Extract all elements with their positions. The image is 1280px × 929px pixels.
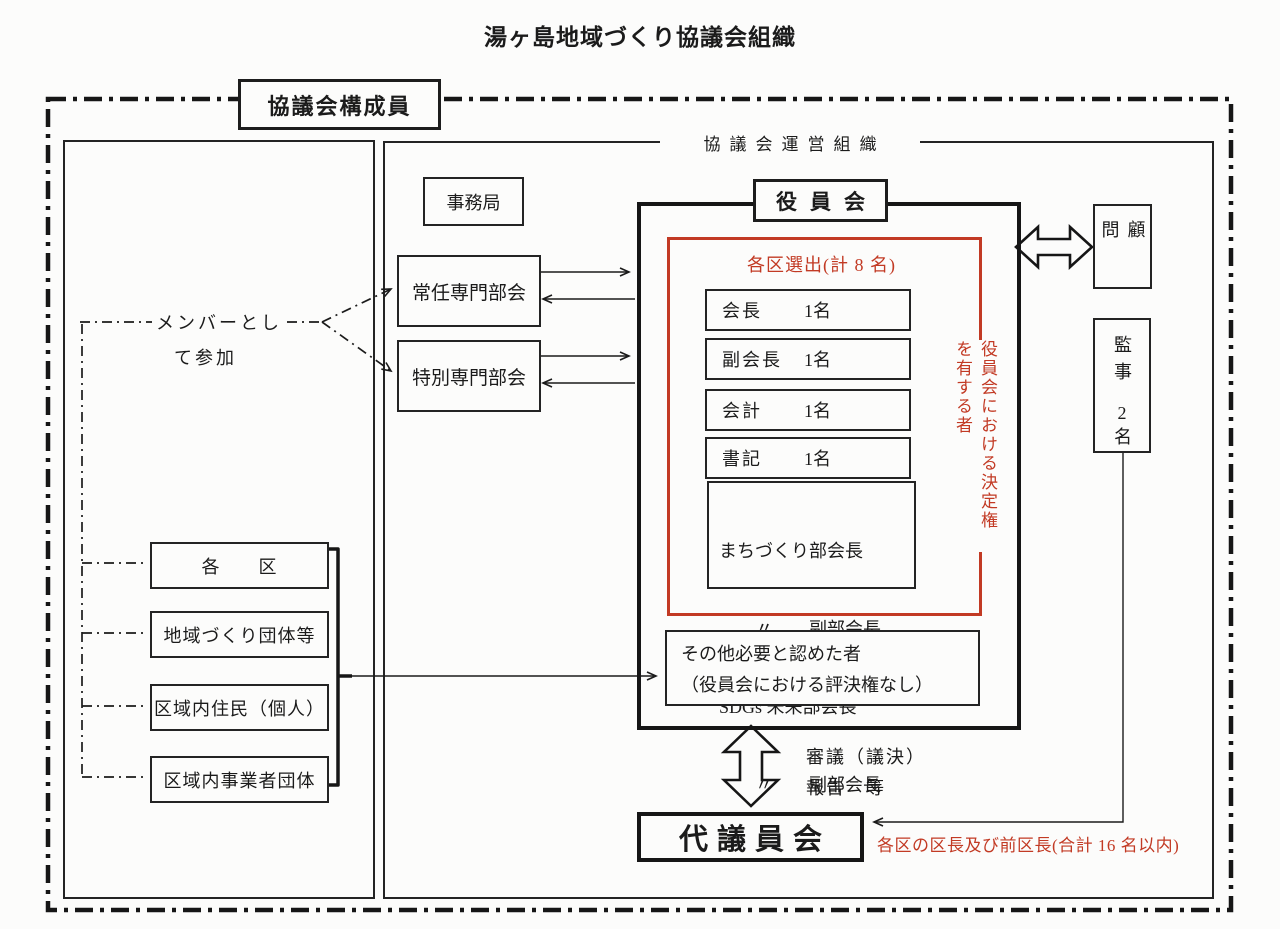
subcommittee-chairs-box: まちづくり部会長 〃 副部会長 SDGs 未来部会長 〃 副部会長: [707, 481, 916, 795]
decision-right-note: 役員会における決定権 を有する者: [947, 340, 1003, 552]
council-members-label: 協議会構成員: [238, 79, 441, 130]
others-line1: その他必要と認めた者: [681, 644, 861, 664]
double-arrow-board-assembly: [720, 724, 782, 808]
representative-assembly-note: 各区の区長及び前区長(合計 16 名以内): [877, 836, 1180, 855]
member-box-groups: 地域づくり団体等: [150, 611, 329, 658]
council-members-panel: [63, 140, 375, 899]
advisor-box: 顧問: [1093, 204, 1152, 289]
page-title: 湯ヶ島地域づくり協議会組織: [484, 24, 796, 50]
auditor-box: 監事 2名: [1093, 318, 1151, 453]
officer-vice-chairman-label: 副会長: [722, 350, 782, 370]
participation-note-line2: て参加: [174, 348, 237, 368]
member-box-businesses: 区域内事業者団体: [150, 756, 329, 803]
relation-label-deliberation: 審議（議決）: [806, 747, 926, 767]
dashdot-arrow-to-standing: [321, 288, 393, 323]
decision-right-note-col1: 役員会における決定権: [978, 340, 997, 530]
officer-treasurer-label: 会計: [722, 401, 762, 421]
representative-assembly-box: 代議員会: [637, 812, 864, 862]
officer-secretary-box: 書記 1名: [705, 437, 911, 479]
chairs-line-4: 〃 副部会長: [719, 775, 881, 795]
outer-dashdot-boundary: [45, 96, 1234, 913]
member-box-residents: 区域内住民（個人）: [150, 684, 329, 731]
arrow-auditor-to-assembly: [872, 453, 1124, 827]
auditor-label: 監事: [1112, 334, 1132, 389]
special-subcommittee-box: 特別専門部会: [397, 340, 541, 412]
officer-vice-chairman-box: 副会長 1名: [705, 338, 911, 380]
officer-chairman-count: 1名: [804, 301, 831, 321]
officer-vice-chairman-count: 1名: [804, 350, 831, 370]
board-title-box: 役員会: [753, 179, 888, 222]
officer-chairman-label: 会長: [722, 301, 762, 321]
member-box-districts: 各 区: [150, 542, 329, 589]
double-arrow-board-advisor: [1014, 224, 1094, 270]
dashdot-arrow-to-special: [321, 321, 393, 373]
relation-label-report: 報告 等: [806, 778, 886, 798]
others-line2: （役員会における評決権なし）: [681, 675, 933, 695]
standing-subcommittee-box: 常任専門部会: [397, 255, 541, 327]
elected-note: 各区選出(計 8 名): [747, 255, 896, 275]
operating-org-label: 協議会運営組織: [660, 129, 920, 156]
officer-chairman-box: 会長 1名: [705, 289, 911, 331]
others-box: その他必要と認めた者 （役員会における評決権なし）: [665, 630, 980, 706]
chairs-line-1: まちづくり部会長: [719, 541, 863, 561]
officer-treasurer-count: 1名: [804, 401, 831, 421]
auditor-count: 2名: [1112, 402, 1132, 449]
participation-note-line1: メンバーとし: [156, 313, 282, 333]
officer-secretary-label: 書記: [722, 449, 762, 469]
member-bracket: [326, 547, 352, 787]
decision-right-note-col2: を有する者: [953, 340, 972, 435]
officer-secretary-count: 1名: [804, 449, 831, 469]
participation-note: メンバーとし て参加: [156, 306, 282, 376]
officer-treasurer-box: 会計 1名: [705, 389, 911, 431]
secretariat-box: 事務局: [423, 177, 524, 226]
